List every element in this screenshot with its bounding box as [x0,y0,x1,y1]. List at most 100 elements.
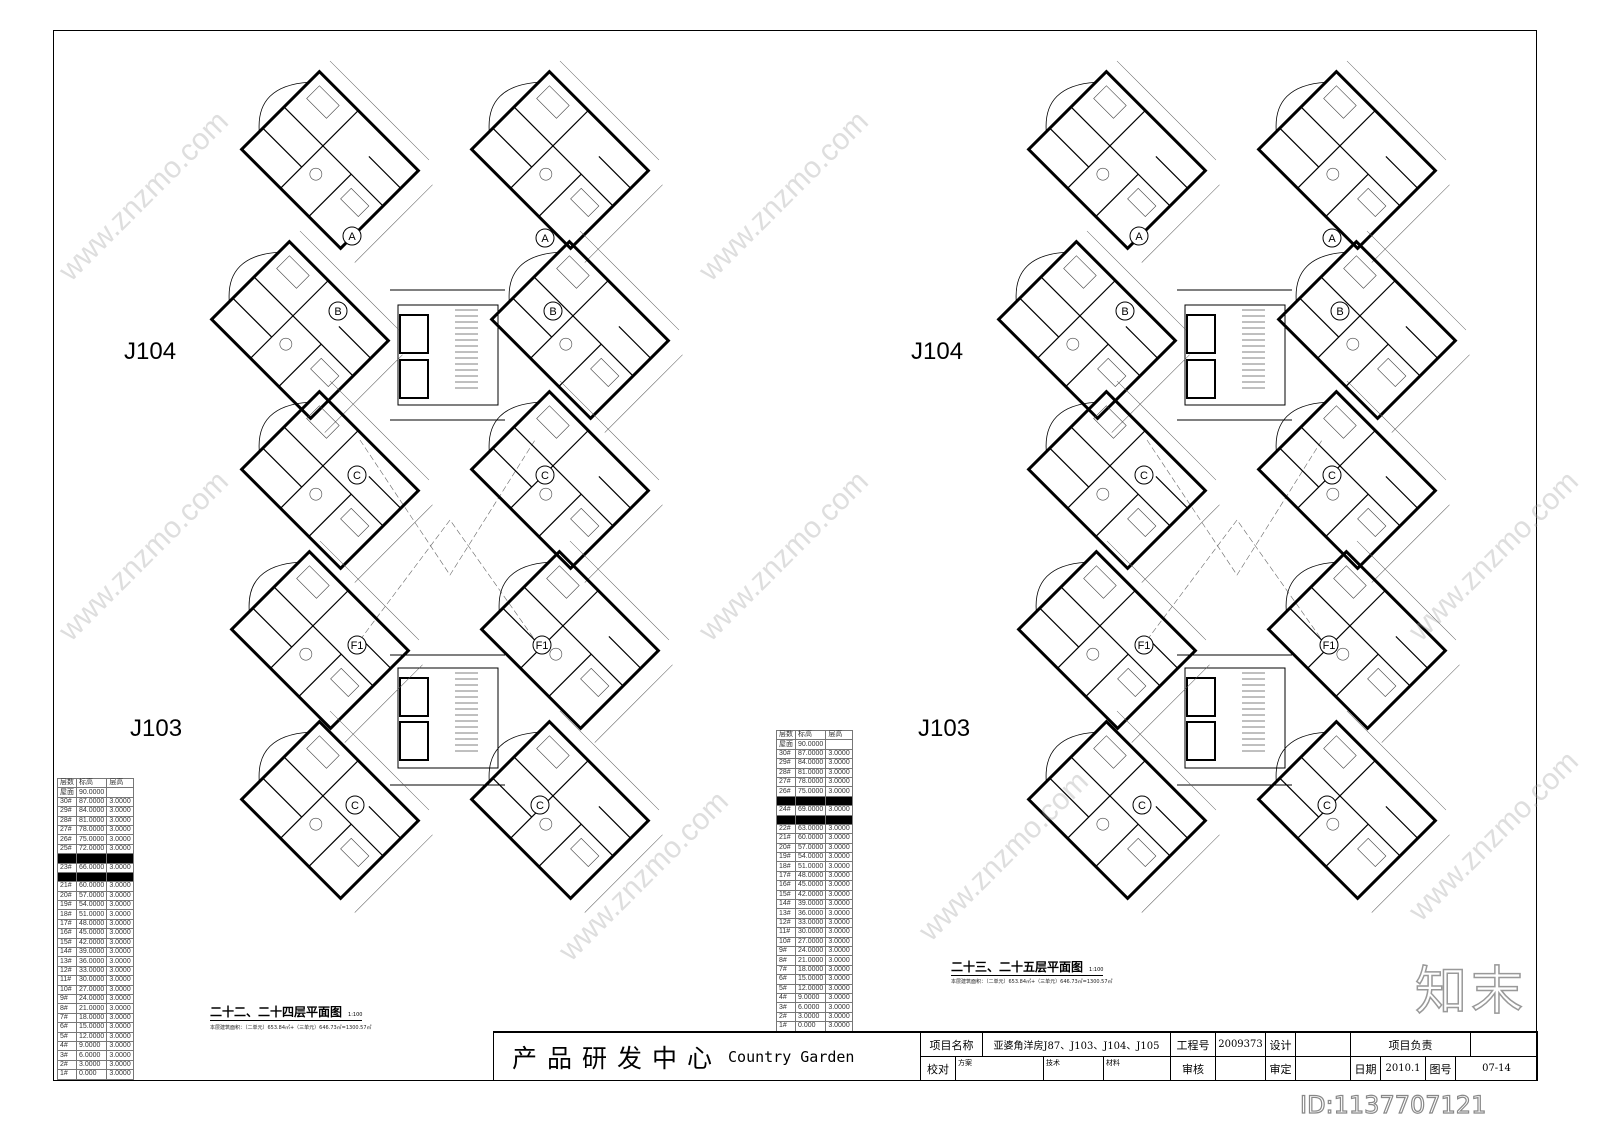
table-cell [825,814,853,825]
table-row [776,795,853,807]
table-cell: 3# [776,1002,796,1013]
project-name-label: 项目名称 [921,1033,983,1057]
dining-table [1096,487,1110,501]
table-cell: 30# [776,748,796,760]
table-cell: 3.0000 [106,843,134,855]
apartment-unit [1256,380,1450,583]
table-cell: 3.0000 [106,900,134,911]
balcony-outline [1015,251,1066,302]
table-cell: 3.0000 [825,964,853,976]
table-cell: 27# [57,824,77,836]
table-cell: 3.0000 [106,909,134,920]
unit-label: C [353,470,361,482]
approve-label: 审定 [1266,1057,1296,1081]
table-cell: 21.0000 [75,1003,108,1014]
table-cell: 75.0000 [75,834,108,845]
sofa-furniture [310,357,340,387]
unit-outer-wall [479,549,661,731]
scheme-label: 方案 [956,1057,1044,1081]
drawing-no-label: 图号 [1426,1057,1456,1081]
unit-outer-wall [1026,389,1208,571]
table-cell: 18.0000 [794,964,827,976]
dining-table [539,487,553,501]
table-cell: 81.0000 [75,815,108,826]
table-cell: 3.0000 [825,786,853,797]
table-cell: 87.0000 [794,748,827,760]
unit-partition-wall [252,586,392,697]
table-header-cell: 层高 [825,729,853,741]
table-cell: 3.0000 [825,908,853,919]
sofa-furniture [1127,507,1157,537]
table-cell: 30.0000 [75,975,108,986]
table-cell: 3.0000 [106,975,134,986]
table-cell [106,871,134,883]
unit-label-circle [347,465,367,485]
dimension-line [1116,380,1220,583]
dining-table [1326,817,1340,831]
unit-outer-wall [1026,69,1208,251]
apartment-unit [239,710,433,913]
unit-label: B [1121,306,1128,318]
table-cell: 3.0000 [106,862,134,873]
table-cell [106,787,134,798]
table-cell: 90.0000 [75,787,108,798]
unit-label: C [536,800,544,812]
drawing-no: 07-14 [1456,1057,1538,1081]
table-cell: 14# [57,947,77,958]
dining-table [1096,167,1110,181]
table-cell: 3.0000 [106,947,134,958]
balcony-outline [228,251,279,302]
table-header-row: 层数标高层高 [57,777,134,789]
table-cell [75,871,108,883]
dining-table [1346,337,1360,351]
table-cell: 39.0000 [75,947,108,958]
table-cell: 24.0000 [794,945,827,957]
unit-outer-wall [239,389,421,571]
dimension-line [329,710,433,913]
table-cell: 16# [57,928,77,939]
dining-table [309,817,323,831]
bed-furniture [296,565,330,599]
unit-label: B [1336,306,1343,318]
area-note-right: 本层建筑面积：（二单元）653.84㎡+（三单元）646.73㎡=1300.57… [951,979,1113,985]
sofa-furniture [1097,357,1127,387]
table-cell: 27.0000 [75,984,108,996]
table-cell: 13# [776,908,796,919]
table-cell: 6# [57,1022,77,1033]
unit-outer-wall [469,69,651,251]
table-cell: 29# [57,806,77,817]
unit-outer-wall [489,239,671,421]
company-name-en: Country Garden [728,1048,855,1066]
dimension-line [559,380,663,583]
sofa-furniture [1367,667,1397,697]
unit-partition-wall [492,106,632,217]
table-cell: 84.0000 [794,758,827,769]
table-cell: 54.0000 [794,852,827,863]
unit-outer-wall [1256,389,1438,571]
apartment-unit [229,540,423,743]
table-cell: 3.0000 [825,992,853,1004]
bed-furniture [556,255,590,289]
unit-outer-wall [1256,69,1438,251]
unit-partition-wall [262,106,402,217]
balcony-outline [508,251,559,302]
table-cell: 33.0000 [794,917,827,929]
